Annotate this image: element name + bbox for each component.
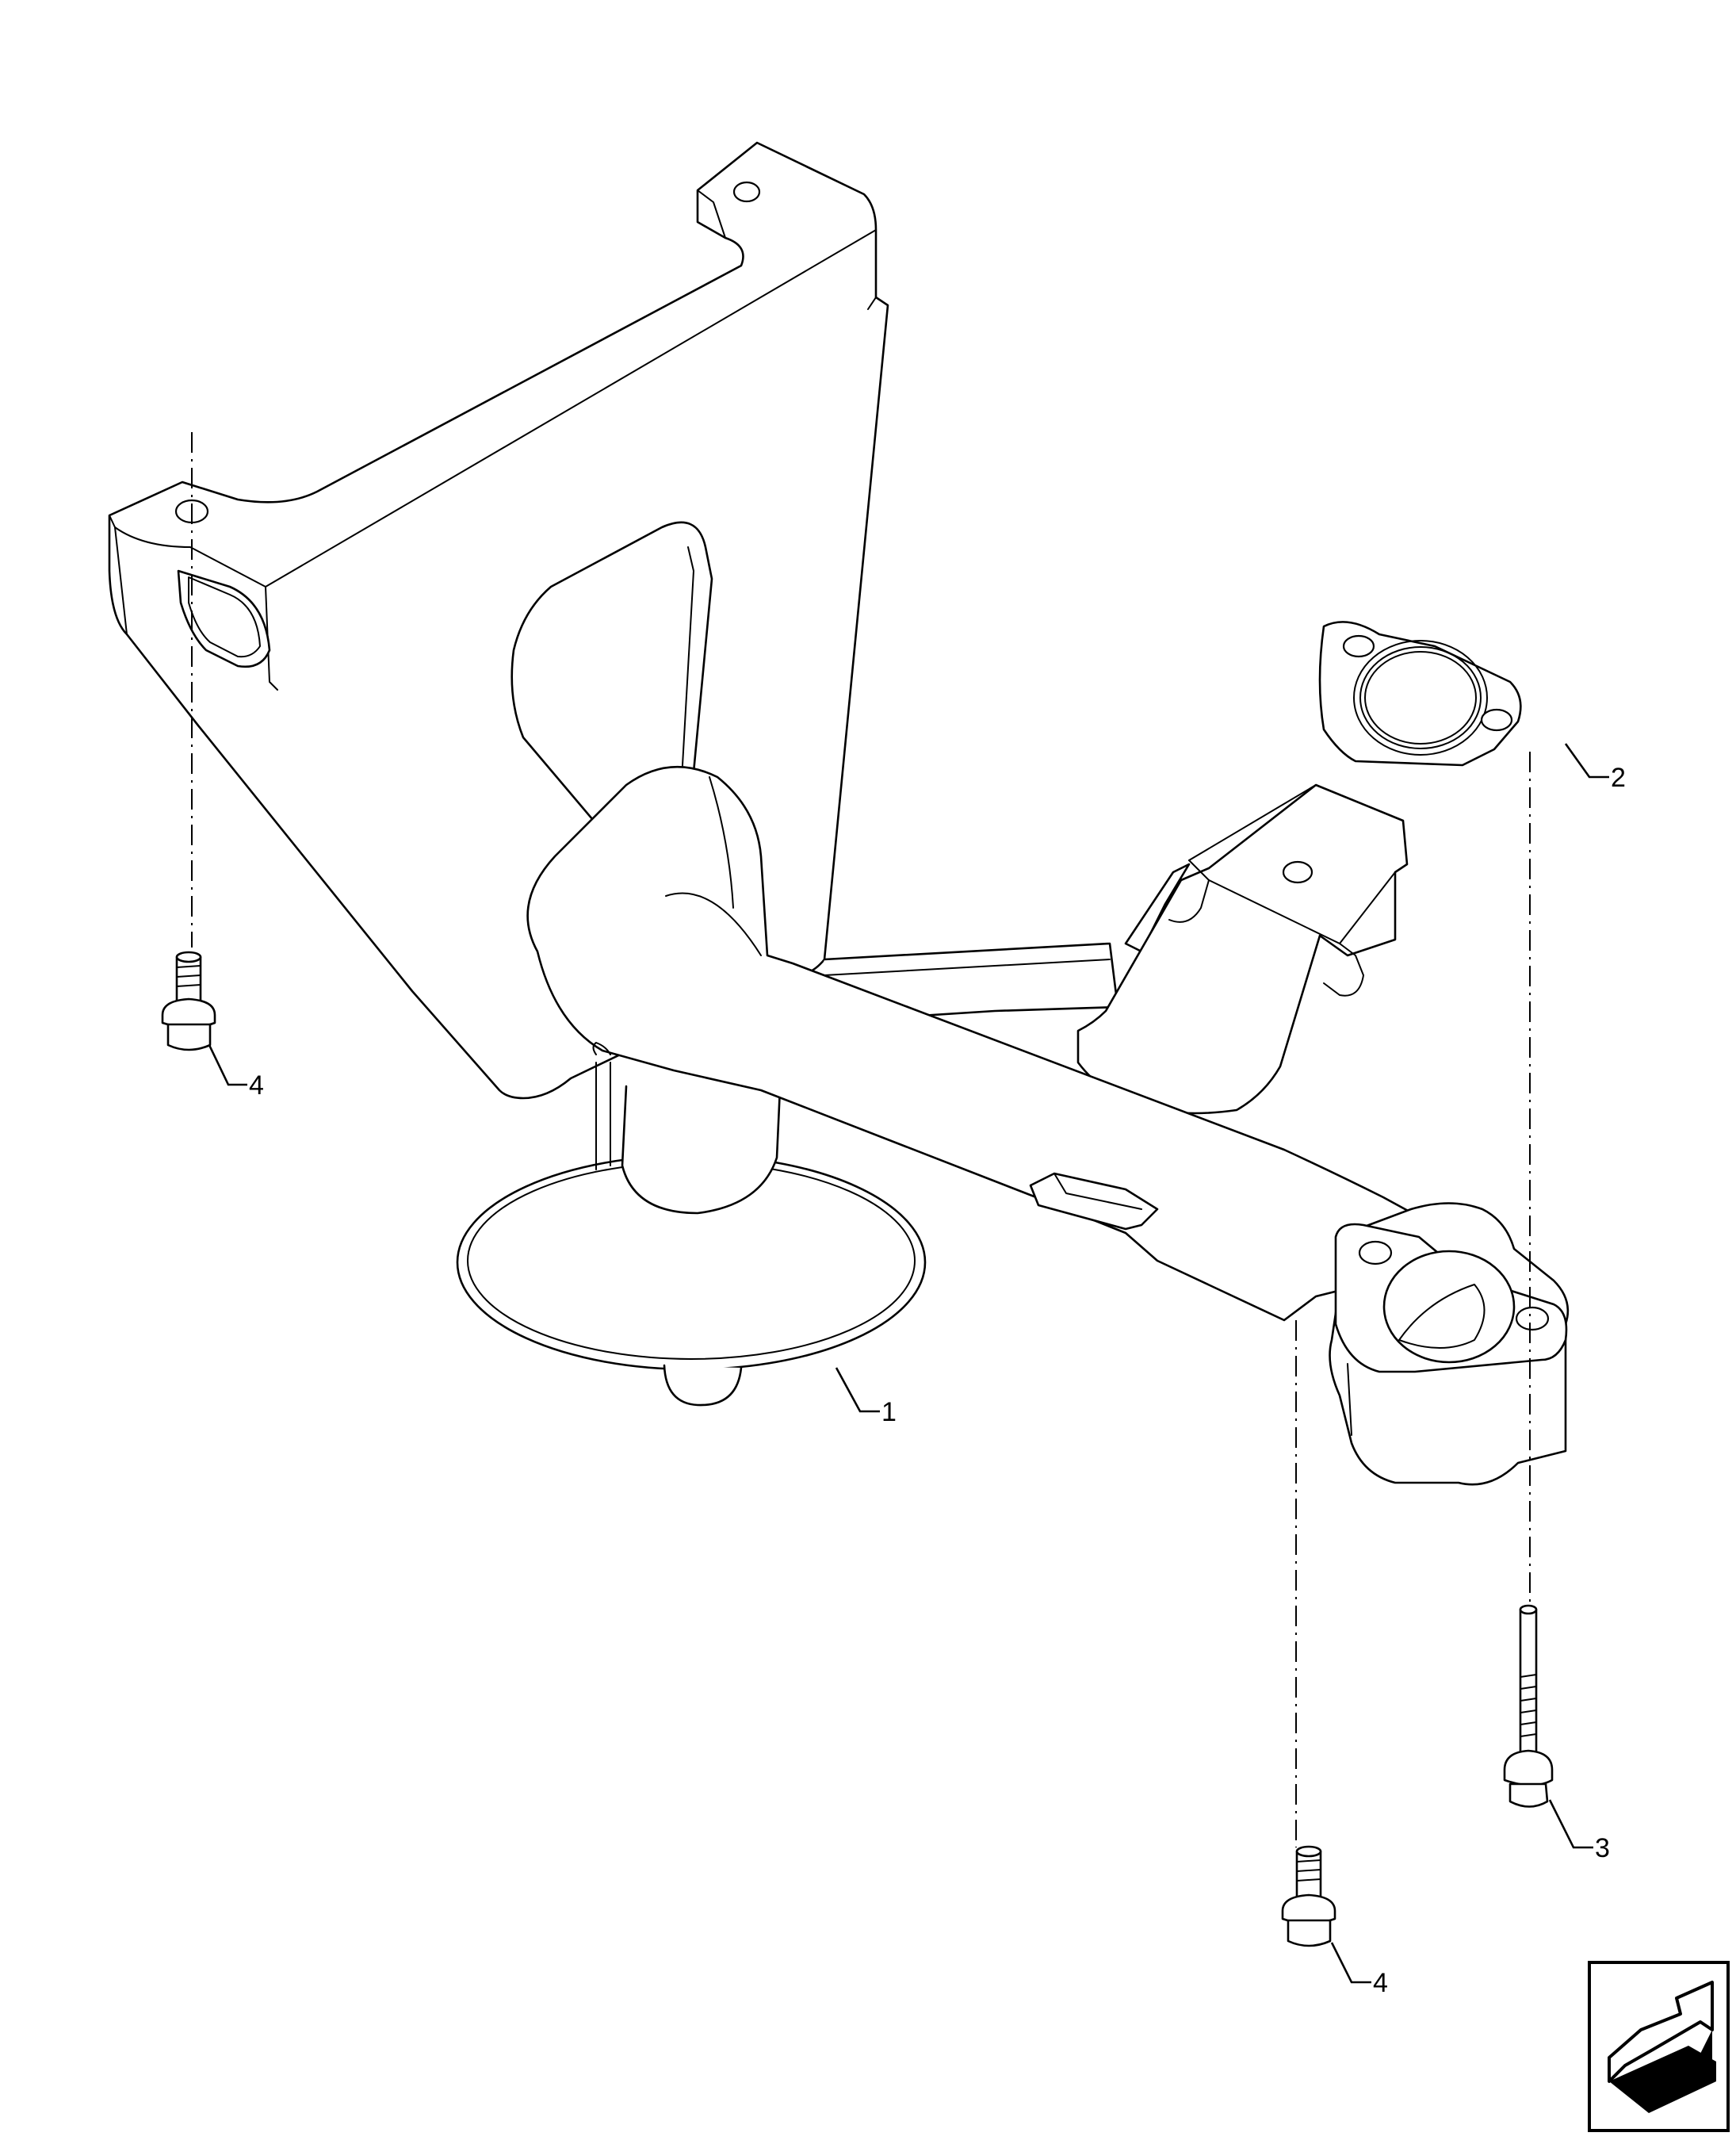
callout-4-left: 4: [208, 1044, 264, 1101]
gasket: [1318, 621, 1522, 767]
svg-text:4: 4: [1373, 1968, 1388, 1998]
svg-text:2: 2: [1611, 763, 1626, 793]
suction-pipe: [526, 765, 1428, 1322]
short-flange-bolt-bottom: [1281, 1845, 1336, 1947]
pipe-outlet-flange: [1329, 1202, 1570, 1486]
strainer-screen: [456, 1069, 927, 1407]
long-flange-bolt: [1503, 1604, 1554, 1808]
oil-pump-suction-pipe: [108, 141, 1570, 1486]
callout-4-bottom: 4: [1330, 1942, 1388, 1998]
svg-text:4: 4: [249, 1070, 264, 1101]
svg-text:3: 3: [1595, 1833, 1610, 1863]
assembly-centerlines: [191, 432, 1531, 1847]
callout-3: 3: [1548, 1799, 1610, 1863]
callout-1: 1: [835, 1367, 897, 1427]
svg-text:1: 1: [881, 1397, 897, 1427]
next-page-arrow-icon[interactable]: [1588, 1961, 1730, 2132]
callout-2: 2: [1564, 743, 1626, 793]
pipe-support-bracket: [1076, 783, 1409, 1115]
short-flange-bolt-left: [161, 951, 216, 1051]
